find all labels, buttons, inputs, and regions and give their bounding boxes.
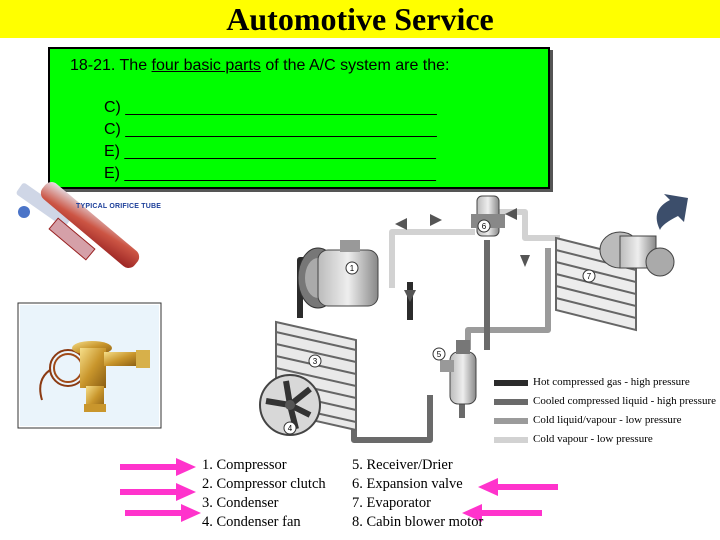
question-text: 18-21. The four basic parts of the A/C s…	[70, 57, 449, 75]
airflow-arrow	[656, 194, 688, 230]
question-prefix: 18-21. The	[70, 57, 152, 74]
orifice-tube-image	[16, 182, 140, 281]
pointer-arrows	[120, 458, 558, 522]
question-emphasis: four basic parts	[151, 57, 261, 74]
question-suffix: of the A/C system are the:	[260, 57, 450, 74]
part-condenser: 3. Condenser	[202, 495, 279, 511]
answer-line-4: E) ___________________________________	[104, 165, 436, 182]
part-expansion-valve: 6. Expansion valve	[352, 476, 463, 492]
answer-line-1: C) ___________________________________	[104, 99, 437, 116]
flow-arrows	[395, 208, 530, 302]
part-evaporator: 7. Evaporator	[352, 495, 431, 511]
legend-item-cold-liquid-vapour: Cold liquid/vapour - low pressure	[533, 414, 682, 426]
part-cabin-blower-motor: 8. Cabin blower motor	[352, 514, 484, 530]
callout-7: 7	[587, 272, 592, 281]
callout-3: 3	[313, 357, 318, 366]
condenser-fan-image	[259, 374, 321, 436]
part-receiver-drier: 5. Receiver/Drier	[352, 457, 453, 473]
legend-item-cold-vapour: Cold vapour - low pressure	[533, 433, 653, 445]
part-compressor-clutch: 2. Compressor clutch	[202, 476, 326, 492]
callout-markers: 1 6 7 3 5 4	[283, 219, 596, 435]
cabin-blower-image	[599, 231, 675, 277]
receiver-drier-image	[440, 340, 477, 405]
legend-item-hot-gas: Hot compressed gas - high pressure	[533, 376, 690, 388]
answer-line-3: E) ___________________________________	[104, 143, 436, 160]
callout-1: 1	[350, 264, 355, 273]
slide-title: Automotive Service	[226, 1, 494, 37]
legend-swatches	[494, 380, 528, 443]
orifice-tube-label: TYPICAL ORIFICE TUBE	[76, 203, 162, 210]
callout-4: 4	[288, 424, 293, 433]
part-condenser-fan: 4. Condenser fan	[202, 514, 301, 530]
expansion-valve-image	[17, 302, 162, 429]
callout-5: 5	[437, 350, 442, 359]
part-compressor: 1. Compressor	[202, 457, 287, 473]
callout-6: 6	[482, 222, 487, 231]
compressor-image	[297, 240, 379, 309]
title-bar	[0, 0, 720, 38]
answer-line-2: C) ___________________________________	[104, 121, 437, 138]
legend-item-cooled-liquid: Cooled compressed liquid - high pressure	[533, 395, 716, 407]
question-box: 18-21. The four basic parts of the A/C s…	[48, 47, 550, 189]
